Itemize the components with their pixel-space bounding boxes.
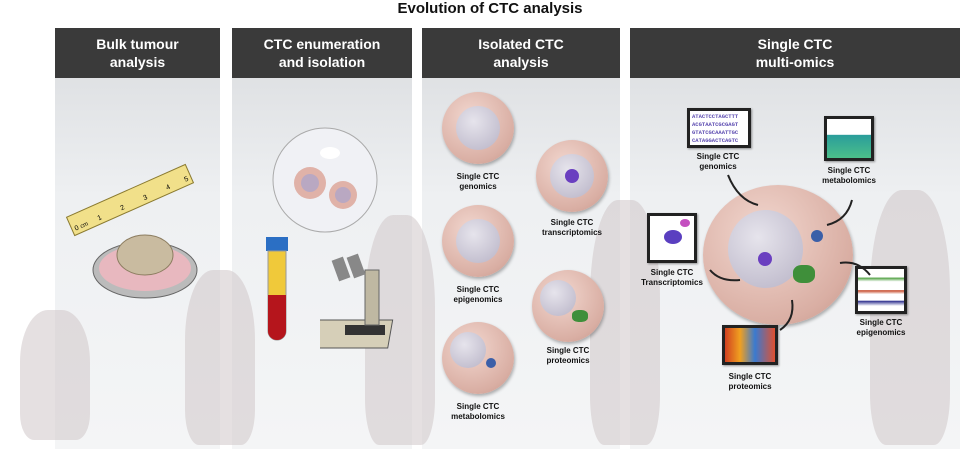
arrow-icon <box>839 261 871 276</box>
microscope-icon <box>320 253 394 349</box>
label-mo-transcriptomics: Single CTC Transcriptomics <box>641 268 703 287</box>
cells-in-droplet-icon <box>272 127 378 233</box>
label-genomics: Single CTC genomics <box>456 172 500 191</box>
arrow-icon <box>779 299 794 331</box>
metabolomics-card <box>824 116 874 161</box>
ctc-cell <box>442 205 514 277</box>
svg-text:5: 5 <box>183 176 190 184</box>
svg-text:0: 0 <box>74 225 81 233</box>
ctc-cell <box>532 270 604 342</box>
ruler-icon: cm 0 1 2 3 4 5 <box>65 163 195 237</box>
petri-dish-tumour-icon <box>92 234 198 299</box>
label-metabolomics: Single CTC metabolomics <box>451 402 505 421</box>
label-mo-genomics: Single CTC genomics <box>696 152 740 171</box>
human-silhouette <box>870 190 950 445</box>
svg-text:cm: cm <box>80 221 90 230</box>
hominid-silhouette <box>185 270 255 445</box>
svg-text:4: 4 <box>165 184 172 192</box>
label-mo-proteomics: Single CTC proteomics <box>728 372 772 391</box>
ctc-cell <box>442 322 514 394</box>
svg-text:3: 3 <box>142 194 149 202</box>
arrow-icon <box>709 269 741 282</box>
panel-header: Isolated CTC analysis <box>422 28 620 78</box>
svg-text:2: 2 <box>119 204 126 212</box>
ctc-cell <box>536 140 608 212</box>
label-proteomics: Single CTC proteomics <box>546 346 590 365</box>
label-mo-metabolomics: Single CTC metabolomics <box>822 166 876 185</box>
blood-tube-icon <box>266 237 288 341</box>
transcriptomics-card <box>647 213 697 263</box>
label-mo-epigenomics: Single CTC epigenomics <box>856 318 906 337</box>
epigenomics-card <box>855 266 907 314</box>
arrow-icon <box>727 174 759 206</box>
arrows <box>709 174 871 331</box>
panel-header: Bulk tumour analysis <box>55 28 220 78</box>
label-transcriptomics: Single CTC transcriptomics <box>541 218 603 237</box>
panel-header: CTC enumeration and isolation <box>232 28 412 78</box>
svg-text:1: 1 <box>97 214 104 222</box>
ctc-cell <box>442 92 514 164</box>
arrow-icon <box>826 199 853 226</box>
multiomics-ctc-cell <box>703 185 853 325</box>
proteomics-card <box>722 325 778 365</box>
ape-silhouette <box>20 310 90 440</box>
figure-title: Evolution of CTC analysis <box>397 0 583 17</box>
panel-header: Single CTC multi-omics <box>630 28 960 78</box>
label-epigenomics: Single CTC epigenomics <box>453 285 503 304</box>
